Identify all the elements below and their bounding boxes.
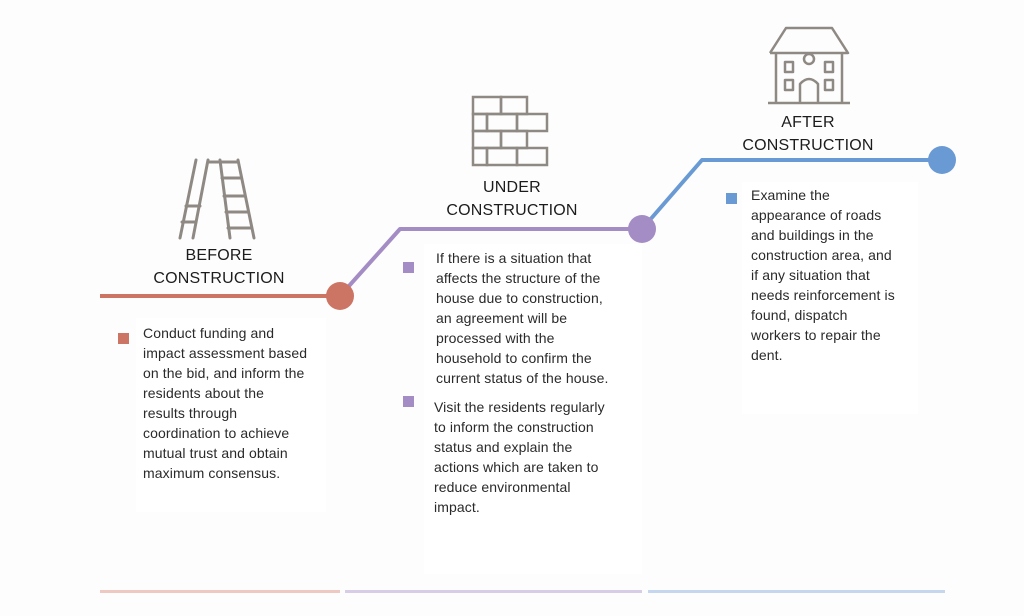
text-line: house due to construction, bbox=[436, 290, 603, 306]
under-title-line1: UNDER bbox=[483, 179, 541, 196]
before-card bbox=[136, 318, 326, 512]
text-line: found, dispatch bbox=[751, 307, 848, 323]
brick-wall-icon bbox=[471, 95, 549, 167]
under-dot bbox=[628, 215, 656, 243]
under-item-text: Visit the residents regularly to inform … bbox=[434, 397, 605, 517]
under-title: UNDER CONSTRUCTION bbox=[432, 176, 592, 222]
text-line: impact assessment based bbox=[143, 345, 308, 361]
after-title-line2: CONSTRUCTION bbox=[742, 137, 874, 154]
text-line: results through bbox=[143, 405, 238, 421]
before-baseline bbox=[100, 590, 340, 593]
under-item-text: If there is a situation that affects the… bbox=[436, 248, 608, 388]
text-line: If there is a situation that bbox=[436, 250, 592, 266]
before-title: BEFORE CONSTRUCTION bbox=[139, 244, 299, 290]
text-line: affects the structure of the bbox=[436, 270, 601, 286]
text-line: processed with the bbox=[436, 330, 555, 346]
text-line: on the bid, and inform the bbox=[143, 365, 305, 381]
after-baseline bbox=[648, 590, 945, 593]
text-line: residents about the bbox=[143, 385, 264, 401]
text-line: household to confirm the bbox=[436, 350, 592, 366]
ladder-icon bbox=[178, 158, 256, 240]
house-icon bbox=[768, 26, 850, 105]
before-dot bbox=[326, 282, 354, 310]
text-line: appearance of roads bbox=[751, 207, 882, 223]
before-item-text: Conduct funding and impact assessment ba… bbox=[143, 323, 307, 483]
text-line: maximum consensus. bbox=[143, 465, 281, 481]
under-bullet-icon bbox=[403, 396, 414, 407]
text-line: workers to repair the bbox=[751, 327, 881, 343]
before-title-line2: CONSTRUCTION bbox=[153, 270, 285, 287]
under-baseline bbox=[345, 590, 642, 593]
under-title-line2: CONSTRUCTION bbox=[446, 202, 578, 219]
text-line: mutual trust and obtain bbox=[143, 445, 288, 461]
text-line: and buildings in the bbox=[751, 227, 874, 243]
before-title-line1: BEFORE bbox=[185, 247, 253, 264]
after-card bbox=[742, 182, 918, 414]
timeline-segment-under bbox=[338, 227, 642, 298]
after-title-line1: AFTER bbox=[781, 114, 835, 131]
text-line: current status of the house. bbox=[436, 370, 609, 386]
after-item-text: Examine the appearance of roads and buil… bbox=[751, 185, 895, 365]
before-bullet-icon bbox=[118, 333, 129, 344]
text-line: construction area, and bbox=[751, 247, 892, 263]
text-line: Conduct funding and bbox=[143, 325, 275, 341]
text-line: actions which are taken to bbox=[434, 459, 599, 475]
under-bullet-icon bbox=[403, 262, 414, 273]
text-line: dent. bbox=[751, 347, 783, 363]
under-card bbox=[424, 244, 642, 574]
text-line: an agreement will be bbox=[436, 310, 568, 326]
after-bullet-icon bbox=[726, 193, 737, 204]
timeline-segment-after bbox=[640, 158, 942, 231]
text-line: Visit the residents regularly bbox=[434, 399, 605, 415]
text-line: needs reinforcement is bbox=[751, 287, 895, 303]
after-title: AFTER CONSTRUCTION bbox=[728, 111, 888, 157]
text-line: status and explain the bbox=[434, 439, 573, 455]
text-line: if any situation that bbox=[751, 267, 870, 283]
after-dot bbox=[928, 146, 956, 174]
text-line: to inform the construction bbox=[434, 419, 594, 435]
text-line: impact. bbox=[434, 499, 480, 515]
text-line: coordination to achieve bbox=[143, 425, 290, 441]
text-line: Examine the bbox=[751, 187, 830, 203]
text-line: reduce environmental bbox=[434, 479, 571, 495]
